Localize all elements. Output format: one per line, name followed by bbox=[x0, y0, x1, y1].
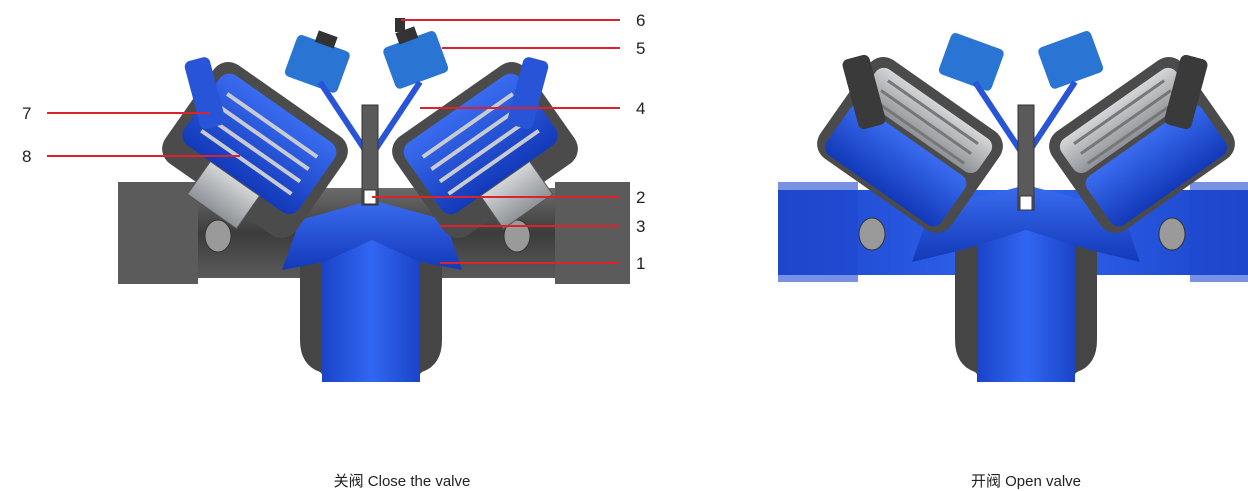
callout-8: 8 bbox=[22, 147, 31, 166]
callout-leaders bbox=[47, 19, 620, 264]
caption-close-valve: 关阀 Close the valve bbox=[333, 473, 471, 490]
closed-valve-illustration bbox=[118, 18, 630, 382]
callout-labels: 7 8 6 5 4 2 3 1 bbox=[22, 11, 645, 273]
callout-7: 7 bbox=[22, 104, 31, 123]
callout-3: 3 bbox=[636, 217, 645, 236]
callout-1: 1 bbox=[636, 254, 645, 273]
open-valve-illustration bbox=[778, 31, 1248, 382]
callout-5: 5 bbox=[636, 39, 645, 58]
caption-open-valve: 开阀 Open valve bbox=[970, 473, 1082, 490]
callout-4: 4 bbox=[636, 99, 645, 118]
callout-6: 6 bbox=[636, 11, 645, 30]
callout-2: 2 bbox=[636, 188, 645, 207]
